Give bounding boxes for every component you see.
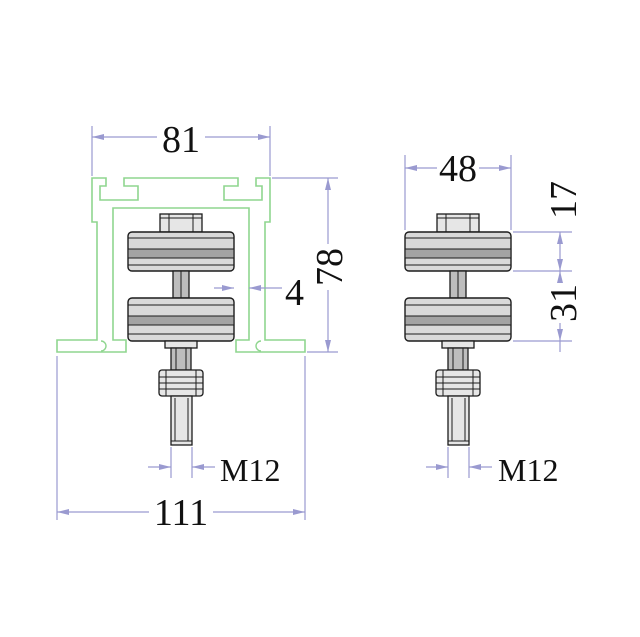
dimension-label: 81 [162, 119, 200, 161]
arrowhead [405, 165, 417, 171]
washer [441, 340, 475, 349]
bolt-stem-body [447, 347, 469, 371]
arrowhead [57, 509, 69, 515]
flange-groove-left [100, 340, 107, 352]
arrowhead [325, 178, 331, 190]
arrowhead [557, 271, 563, 283]
threaded-shank-body [170, 395, 193, 446]
flange-groove-right [255, 340, 262, 352]
dimension-label: M12 [220, 452, 280, 488]
arrowhead [222, 285, 234, 291]
top-nut [159, 213, 203, 233]
arrowhead [258, 134, 270, 140]
arrowhead [293, 509, 305, 515]
arrowhead [557, 259, 563, 271]
dimension-label: 4 [285, 272, 304, 314]
threaded-shank [170, 395, 193, 446]
bolt-stem [170, 347, 192, 371]
dimension-vertical-stack: 17 31 [513, 181, 585, 352]
dimension-label: 17 [543, 181, 585, 219]
top-nut-body [159, 213, 203, 233]
dimension-thread: M12 [148, 447, 280, 488]
bolt-stem [447, 347, 469, 371]
arrowhead [557, 232, 563, 244]
threaded-shank-body [447, 395, 470, 446]
lower-wheel-band [406, 316, 510, 325]
dimension-label: 48 [439, 148, 477, 190]
dimension-bottom-width: 111 [56, 356, 306, 534]
lower-wheel [127, 297, 235, 342]
left-view: 81 78 4 M12 [56, 119, 351, 534]
arrowhead [325, 340, 331, 352]
dimension-label: M12 [498, 452, 558, 488]
arrowhead [159, 464, 171, 470]
roller-assembly [404, 213, 512, 446]
upper-wheel [404, 231, 512, 272]
dimension-top-width: 81 [91, 119, 271, 176]
upper-wheel [127, 231, 235, 272]
dimension-thread: M12 [426, 447, 558, 488]
lower-wheel [404, 297, 512, 342]
dimension-height: 78 [272, 177, 351, 353]
bottom-nut [435, 369, 481, 397]
bottom-nut [158, 369, 204, 397]
track-profile [56, 177, 306, 353]
arrowhead [249, 285, 261, 291]
arrowhead [469, 464, 481, 470]
lower-wheel-band [129, 316, 233, 325]
right-view: 48 17 31 M12 [404, 148, 585, 488]
arrowhead [436, 464, 448, 470]
bolt-stem-body [170, 347, 192, 371]
top-nut [436, 213, 480, 233]
upper-wheel-band [406, 249, 510, 258]
dimension-label: 31 [543, 284, 585, 322]
arrowhead [92, 134, 104, 140]
threaded-shank [447, 395, 470, 446]
arrowhead [499, 165, 511, 171]
arrowhead [192, 464, 204, 470]
top-nut-body [436, 213, 480, 233]
washer [164, 340, 198, 349]
dimension-wheel-width: 48 [404, 148, 512, 230]
dimension-clearance: 4 [214, 272, 304, 314]
arrowhead [557, 329, 563, 341]
roller-assembly [127, 213, 235, 446]
dimension-label: 111 [154, 492, 208, 534]
dimension-label: 78 [309, 248, 351, 286]
upper-wheel-band [129, 249, 233, 258]
